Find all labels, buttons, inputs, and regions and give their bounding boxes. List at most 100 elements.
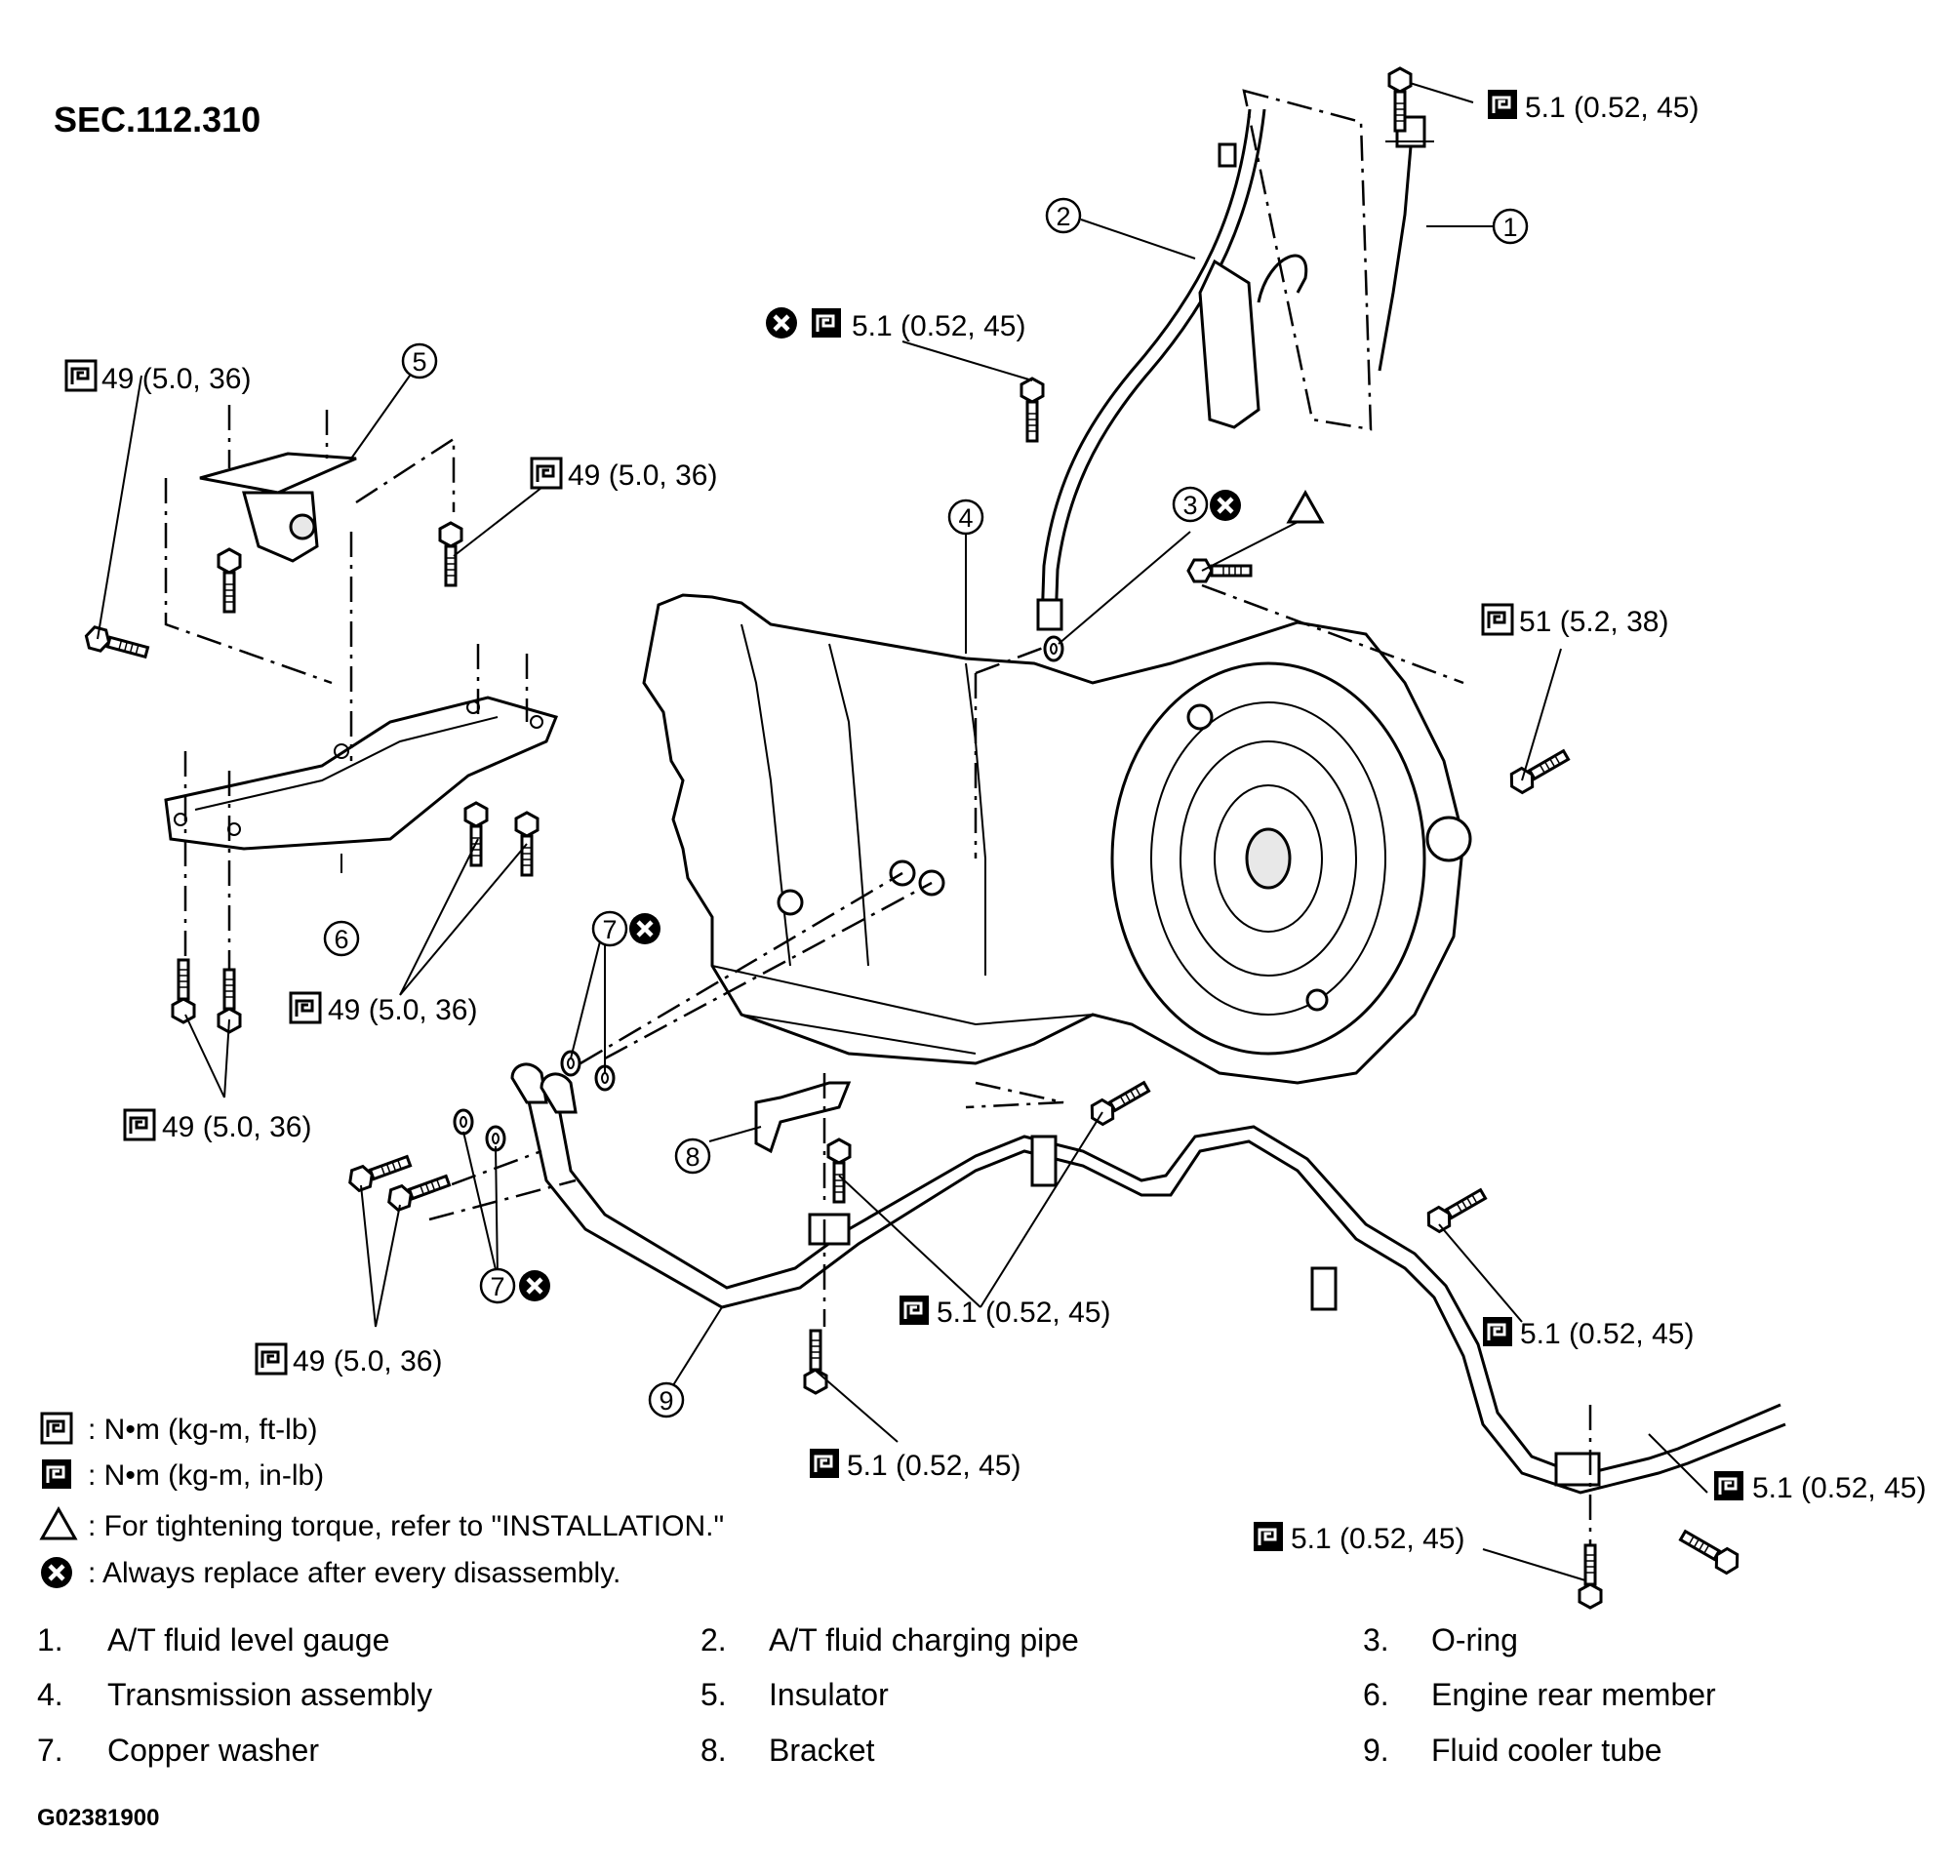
insulator <box>199 452 357 563</box>
triangle-icon <box>39 1505 78 1540</box>
callout-8: 8 <box>674 1138 711 1175</box>
torque-in-lb-icon <box>898 1294 931 1327</box>
svg-text:2: 2 <box>1056 202 1070 231</box>
torque-value: 49 (5.0, 36) <box>293 1345 442 1377</box>
callout-6: 6 <box>323 920 360 957</box>
charging-pipe <box>1036 108 1308 631</box>
torque-label-tube-clip-bolt: 5.1 (0.52, 45) <box>1481 1315 1694 1350</box>
part-name: Insulator <box>769 1677 889 1712</box>
section-title: SEC.112.310 <box>54 100 260 140</box>
callout-4: 4 <box>947 499 984 536</box>
svg-text:7.: 7. <box>37 1733 63 1768</box>
part-name: Transmission assembly <box>107 1677 432 1712</box>
torque-label-rear-bolts: 49 (5.0, 36) <box>289 991 477 1026</box>
svg-text:8: 8 <box>685 1142 700 1172</box>
torque-ft-lb-icon <box>123 1108 156 1141</box>
torque-ft-lb-icon <box>530 457 563 490</box>
replace-icon <box>766 307 797 339</box>
torque-value: 5.1 (0.52, 45) <box>1291 1523 1464 1555</box>
svg-text:7: 7 <box>602 915 617 944</box>
torque-ft-lb-icon <box>289 991 322 1024</box>
replace-icon <box>1210 490 1241 521</box>
part-name: O-ring <box>1431 1622 1518 1657</box>
torque-value: 5.1 (0.52, 45) <box>1525 92 1699 124</box>
legend-text: : N•m (kg-m, in-lb) <box>88 1459 324 1492</box>
torque-label-tube-end-bolt: 5.1 (0.52, 45) <box>1712 1469 1926 1504</box>
torque-label-cooler-union-bolts: 49 (5.0, 36) <box>255 1342 442 1377</box>
engine-rear-member <box>164 696 559 851</box>
torque-ft-lb-icon <box>40 1412 73 1445</box>
callout-7-lower: 7 <box>479 1267 550 1304</box>
part-name: A/T fluid charging pipe <box>769 1622 1079 1657</box>
svg-text:3: 3 <box>1182 491 1197 520</box>
torque-in-lb-icon <box>810 306 843 339</box>
svg-text:4.: 4. <box>37 1677 63 1712</box>
replace-icon <box>41 1557 72 1588</box>
callout-1: 1 <box>1492 208 1529 245</box>
svg-text:4: 4 <box>958 503 973 533</box>
torque-in-lb-icon <box>1712 1469 1745 1502</box>
callout-7-upper: 7 <box>591 910 660 947</box>
legend-row-in-lb: : N•m (kg-m, in-lb) <box>40 1457 324 1492</box>
leader-lines <box>97 82 1708 1581</box>
torque-value: 5.1 (0.52, 45) <box>1520 1318 1694 1350</box>
torque-label-bracket-bolt: 5.1 (0.52, 45) <box>808 1447 1020 1482</box>
svg-text:1: 1 <box>1502 213 1517 242</box>
callout-2: 2 <box>1045 197 1082 234</box>
part-name: Fluid cooler tube <box>1431 1733 1662 1768</box>
torque-value: 49 (5.0, 36) <box>162 1111 311 1143</box>
part-name: A/T fluid level gauge <box>107 1622 389 1657</box>
svg-text:5.: 5. <box>700 1677 727 1712</box>
torque-in-lb-icon <box>808 1447 841 1480</box>
svg-text:3.: 3. <box>1363 1622 1389 1657</box>
bracket <box>754 1081 852 1154</box>
part-name: Engine rear member <box>1431 1677 1716 1712</box>
legend-row-ft-lb: : N•m (kg-m, ft-lb) <box>40 1412 318 1446</box>
svg-text:6.: 6. <box>1363 1677 1389 1712</box>
parts-list: 1. A/T fluid level gauge 2. A/T fluid ch… <box>37 1622 1716 1768</box>
callout-3: 3 <box>1172 486 1241 521</box>
alignment-lines <box>164 405 1592 1580</box>
callout-9: 9 <box>648 1381 685 1418</box>
legend-row-replace: : Always replace after every disassembly… <box>41 1557 620 1589</box>
torque-ft-lb-icon <box>64 359 98 392</box>
part-name: Bracket <box>769 1733 875 1768</box>
legend-text: : Always replace after every disassembly… <box>88 1557 620 1589</box>
torque-value: 5.1 (0.52, 45) <box>937 1297 1110 1329</box>
torque-label-member-bolt: 49 (5.0, 36) <box>64 359 251 395</box>
svg-text:6: 6 <box>334 925 348 954</box>
torque-value: 5.1 (0.52, 45) <box>1752 1472 1926 1504</box>
torque-label-clamp-bolts: 5.1 (0.52, 45) <box>898 1294 1110 1329</box>
torque-label-gauge-bolt: 5.1 (0.52, 45) <box>1486 88 1699 124</box>
svg-text:8.: 8. <box>700 1733 727 1768</box>
torque-label-converter-bolt: 51 (5.2, 38) <box>1481 603 1668 638</box>
svg-text:1.: 1. <box>37 1622 63 1657</box>
legend-text: : For tightening torque, refer to "INSTA… <box>88 1510 724 1542</box>
torque-label-tube-lower-bolt: 5.1 (0.52, 45) <box>1252 1520 1464 1555</box>
replace-icon <box>629 913 660 944</box>
torque-value: 5.1 (0.52, 45) <box>852 310 1025 342</box>
symbol-legend: : N•m (kg-m, ft-lb) : N•m (kg-m, in-lb) … <box>39 1412 724 1589</box>
fluid-cooler-tube <box>510 1062 1786 1495</box>
torque-in-lb-icon <box>1486 88 1519 121</box>
legend-text: : N•m (kg-m, ft-lb) <box>88 1414 318 1446</box>
svg-text:7: 7 <box>490 1272 504 1301</box>
torque-value: 5.1 (0.52, 45) <box>847 1450 1020 1482</box>
transmission-assembly <box>642 593 1472 1085</box>
svg-text:9: 9 <box>659 1386 673 1416</box>
torque-label-insulator-bolt: 49 (5.0, 36) <box>530 457 717 492</box>
torque-value: 49 (5.0, 36) <box>328 994 477 1026</box>
triangle-marker <box>1286 489 1325 524</box>
torque-in-lb-icon <box>1481 1315 1514 1348</box>
triangle-icon <box>1286 489 1325 524</box>
torque-label-pipe-bolt: 5.1 (0.52, 45) <box>766 307 1025 342</box>
torque-in-lb-icon <box>1252 1520 1285 1553</box>
legend-row-triangle: : For tightening torque, refer to "INSTA… <box>39 1505 724 1542</box>
torque-ft-lb-icon <box>1481 603 1514 636</box>
torque-label-lower-bolts: 49 (5.0, 36) <box>123 1108 311 1143</box>
torque-in-lb-icon <box>40 1457 73 1491</box>
part-name: Copper washer <box>107 1733 319 1768</box>
replace-icon <box>519 1270 550 1301</box>
callout-5: 5 <box>401 342 438 379</box>
